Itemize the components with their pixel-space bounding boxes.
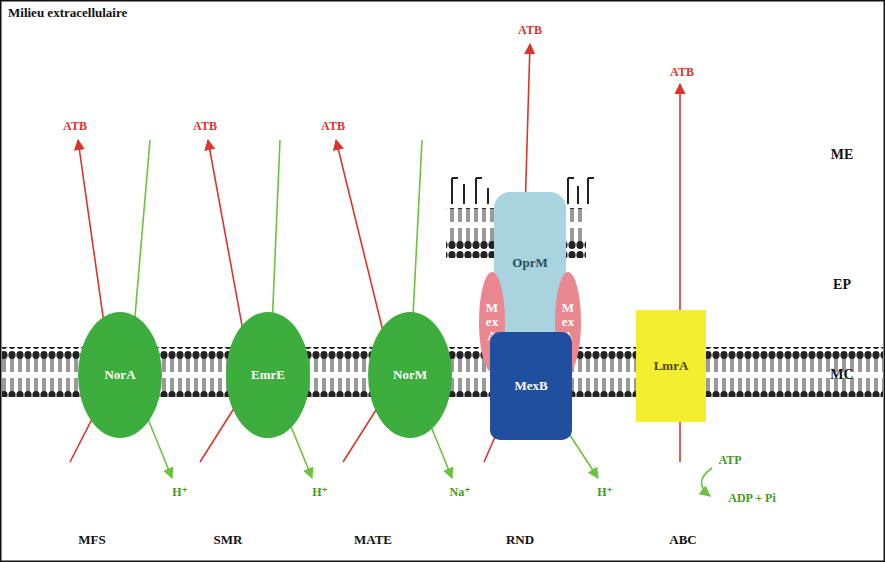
ion-label: H⁺ (312, 485, 328, 500)
substrate-label: ATB (63, 119, 87, 134)
protein-name: EmrE (251, 367, 285, 383)
protein-name: LmrA (654, 358, 689, 374)
protein-outline (636, 310, 706, 422)
protein-name: MexB (514, 378, 547, 394)
transporter-norA: NorA (78, 312, 162, 438)
outer-channel: OprM (494, 192, 566, 334)
abc-transporter: LmrA (636, 310, 706, 422)
energy-label: ATP (718, 453, 741, 468)
ion-label: H⁺ (172, 485, 188, 500)
protein-name: OprM (512, 255, 547, 271)
ion-label: H⁺ (597, 485, 613, 500)
family-label: ABC (669, 532, 696, 548)
transporter-emrE: EmrE (226, 312, 310, 438)
substrate-label: ATB (193, 119, 217, 134)
protein-outline (494, 192, 566, 334)
family-label: MFS (78, 532, 105, 548)
substrate-label: ATB (670, 65, 694, 80)
compartment-label: ME (831, 147, 854, 163)
protein-outline (490, 332, 572, 440)
atp-hydrolysis-arrow (701, 468, 712, 496)
family-label: SMR (214, 532, 243, 548)
family-label: MATE (354, 532, 392, 548)
rnd-pump: MexB (490, 332, 572, 440)
protein-outline (78, 312, 162, 438)
protein-outline (226, 312, 310, 438)
substrate-label: ATB (321, 119, 345, 134)
substrate-label: ATB (518, 23, 542, 38)
protein-name: NorA (104, 367, 135, 383)
energy-label: ADP + Pi (728, 491, 776, 506)
compartment-label: EP (833, 277, 851, 293)
compartment-label: MC (830, 367, 853, 383)
protein-name: NorM (393, 367, 427, 383)
transporter-norM: NorM (368, 312, 452, 438)
region-label: Milieu extracellulaire (8, 5, 127, 21)
ion-label: Na⁺ (450, 485, 471, 500)
family-label: RND (506, 532, 534, 548)
protein-outline (368, 312, 452, 438)
